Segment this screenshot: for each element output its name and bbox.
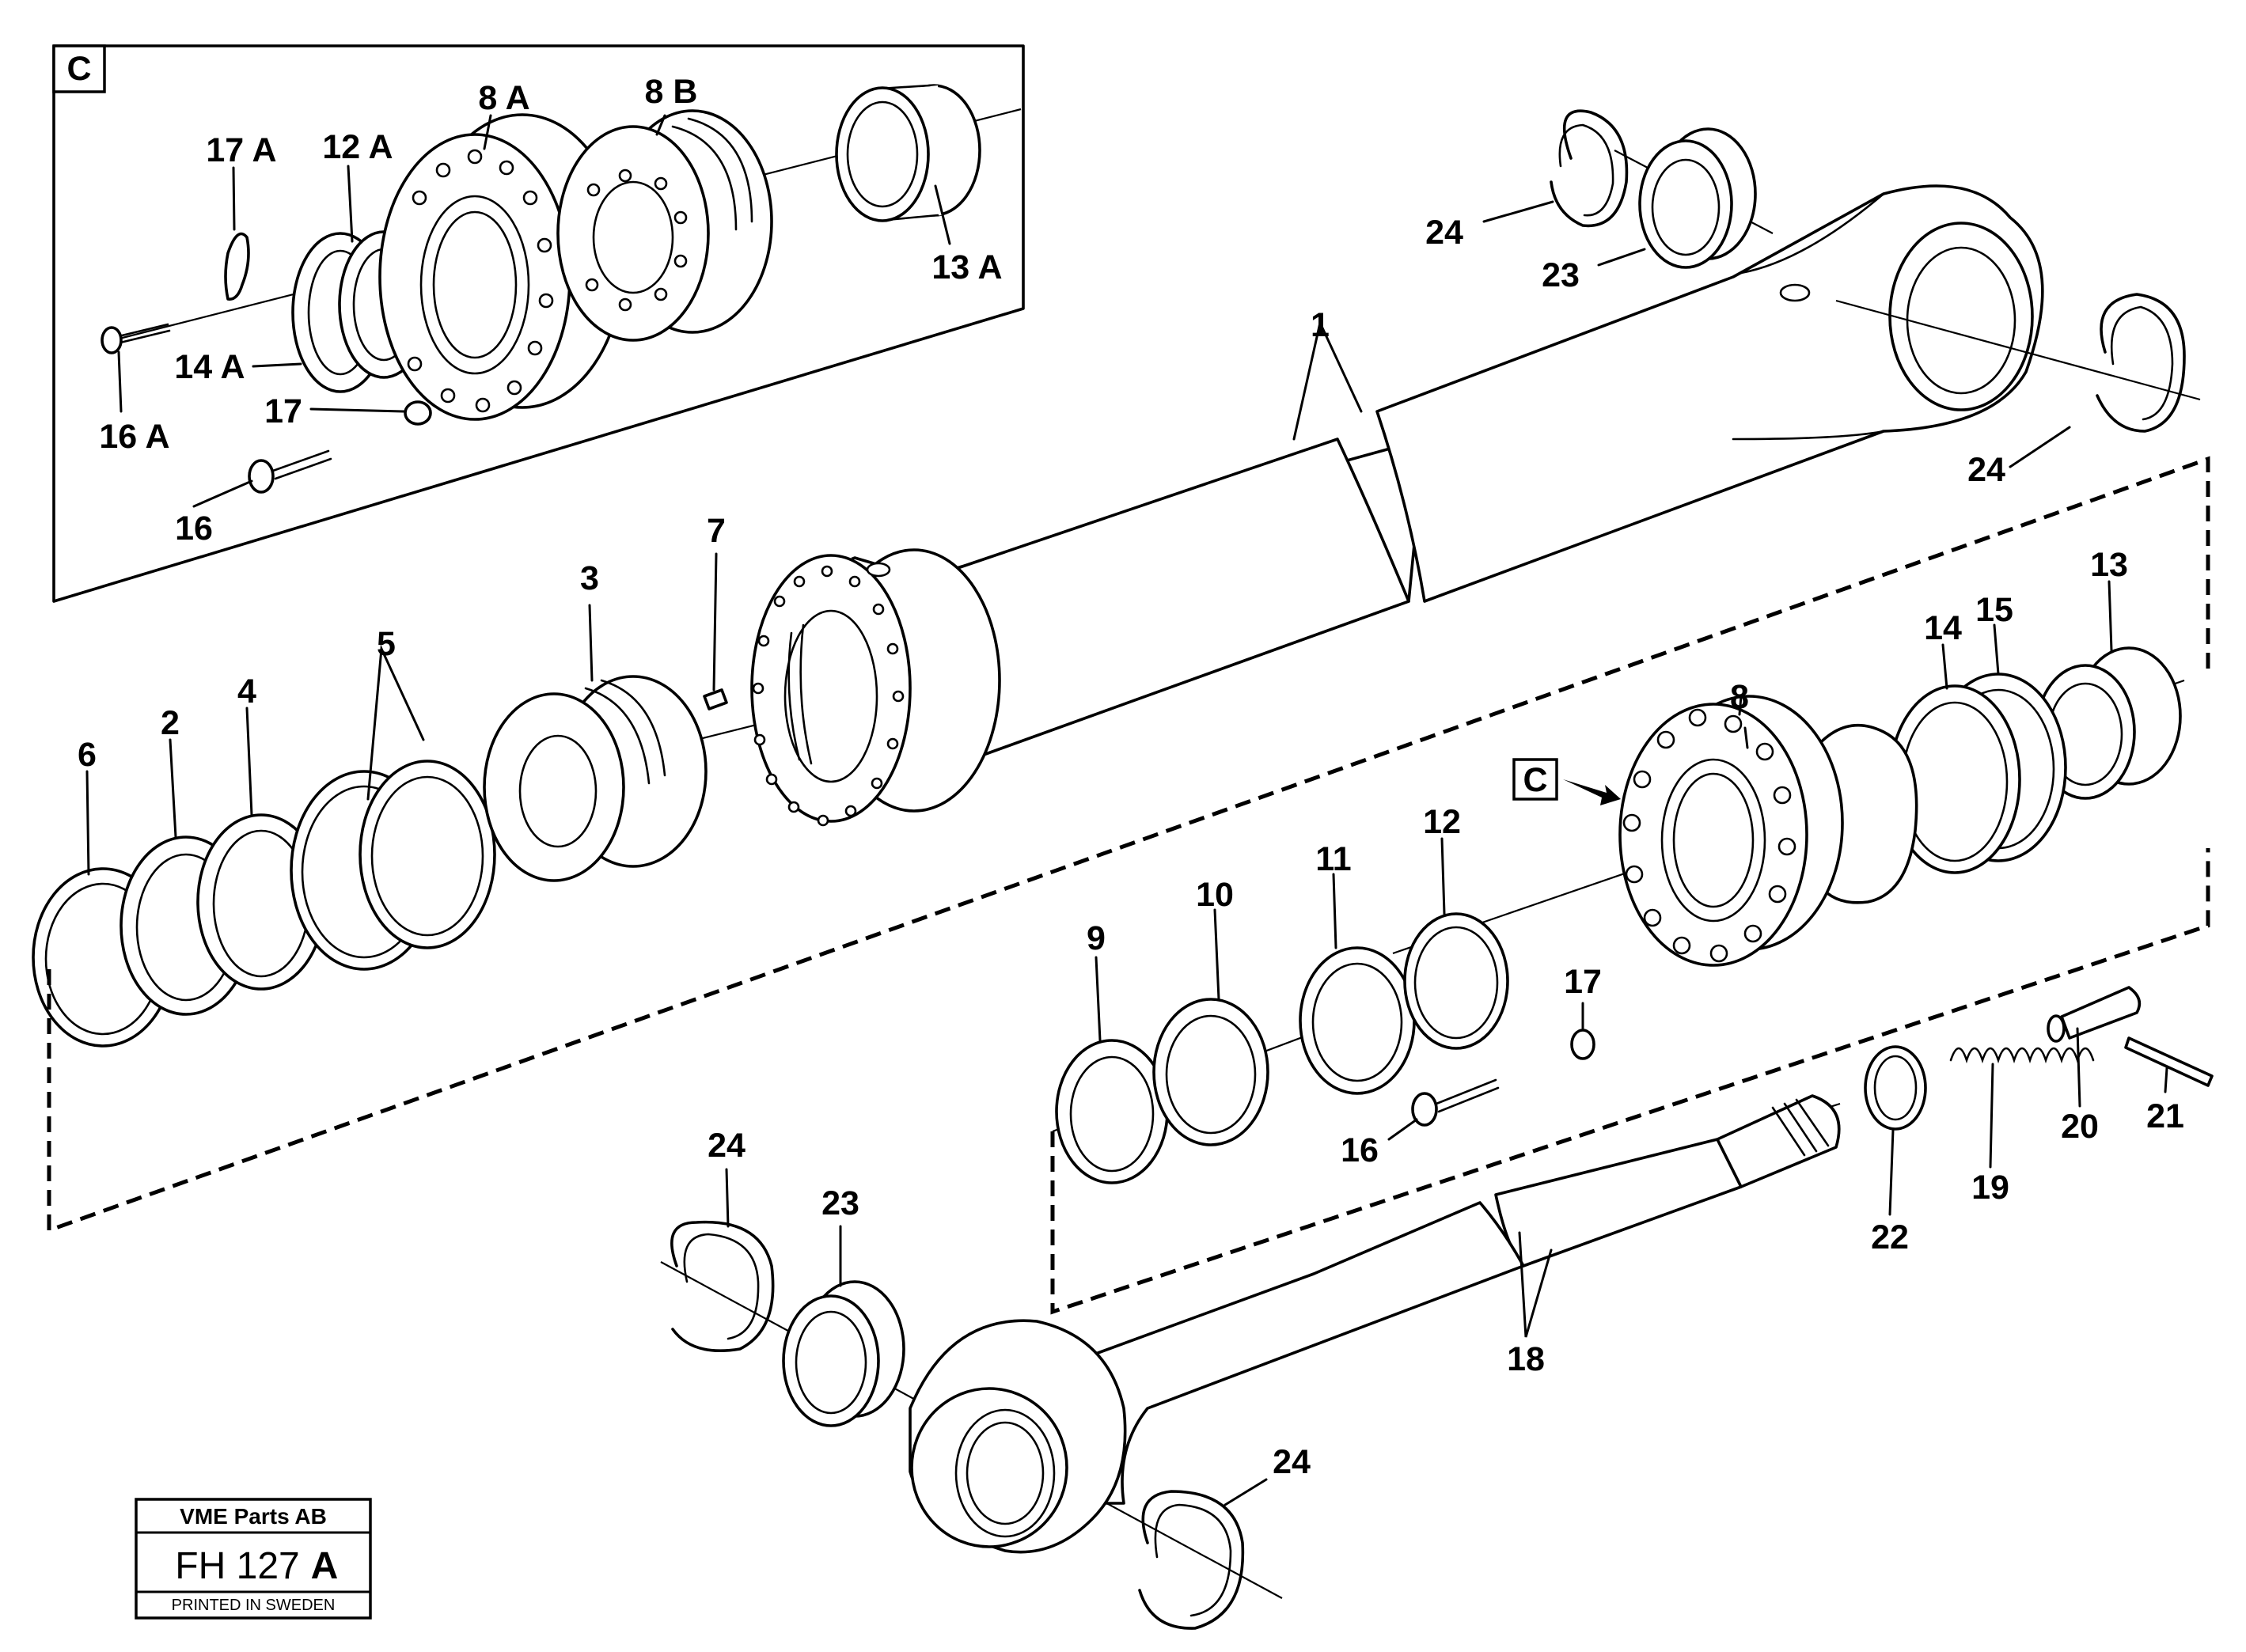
- inset-view-c: C: [52, 44, 1025, 603]
- piston-3-face: [483, 692, 625, 882]
- view-c-callout-box: [1512, 758, 1558, 801]
- ring-10: [1152, 998, 1269, 1146]
- valve-20: [2047, 986, 2142, 1043]
- snap-ring-24-bottom-left: [670, 1220, 775, 1352]
- label-9: 9: [1087, 919, 1106, 957]
- label-6: 6: [78, 736, 97, 774]
- view-c-callout: C: [1523, 761, 1547, 799]
- label-20: 20: [2061, 1108, 2099, 1146]
- label-15: 15: [1975, 591, 2013, 629]
- label-8: 8: [1730, 678, 1749, 716]
- inset-piston-8b: [556, 109, 773, 342]
- screw-16: [1411, 1078, 1500, 1127]
- label-13a: 13 A: [931, 248, 1002, 286]
- ring-12: [1403, 912, 1509, 1050]
- label-16-inset: 16: [175, 510, 213, 548]
- piston-group: [32, 675, 728, 1048]
- inset-letter: C: [66, 50, 91, 88]
- rod-thread: [1716, 1094, 1841, 1188]
- label-17: 17: [1564, 963, 1602, 1001]
- label-19: 19: [1971, 1169, 2009, 1207]
- title-drawing-number: FH 127: [175, 1545, 299, 1587]
- leader-lines: [85, 200, 2168, 1506]
- title-printed: PRINTED IN SWEDEN: [172, 1597, 336, 1614]
- seal-group: [1052, 912, 1595, 1184]
- head-8-face: [1618, 703, 1808, 967]
- rod-eye-bore: [1888, 222, 2034, 411]
- label-7: 7: [707, 512, 726, 550]
- bushing-23-top: [1614, 127, 1774, 269]
- label-17-inset: 17: [264, 392, 302, 430]
- view-c-arrow: [1563, 779, 1621, 805]
- spring-19: [1949, 1047, 2095, 1064]
- tube-bleed-port: [1779, 283, 1811, 302]
- washer-17: [1570, 1029, 1595, 1060]
- label-5: 5: [377, 625, 396, 663]
- label-3: 3: [580, 559, 599, 597]
- valve-group: [1864, 986, 2214, 1131]
- label-8a: 8 A: [478, 79, 529, 117]
- label-24-top: 24: [1425, 214, 1463, 252]
- ring-11: [1299, 946, 1416, 1095]
- title-block: VME Parts AB FH 127 A PRINTED IN SWEDEN: [135, 1498, 372, 1620]
- ring-9: [1055, 1039, 1169, 1184]
- inset-washer-17: [404, 400, 432, 426]
- label-17a: 17 A: [206, 131, 276, 169]
- label-14a: 14 A: [174, 348, 245, 386]
- ring-5b: [359, 760, 496, 949]
- head-group: C: [1392, 646, 2185, 967]
- set-screw-7: [703, 688, 728, 710]
- inset-frame: [52, 44, 1025, 603]
- inset-letter-box: [52, 44, 106, 93]
- label-22: 22: [1871, 1218, 1909, 1256]
- label-24-bottom-left: 24: [708, 1127, 746, 1165]
- label-8b: 8 B: [645, 73, 698, 111]
- part-labels: 1 2 3 4 5 6 7 8 9 10 11 12 13 14 15 16 1…: [78, 214, 2184, 1481]
- label-16: 16: [1341, 1131, 1379, 1169]
- inset-lock-plate-17a: [224, 232, 250, 301]
- tube-head-face: [750, 554, 912, 823]
- label-4: 4: [237, 673, 256, 710]
- inset-screw-16a: [101, 323, 171, 354]
- snap-ring-24-top: [1550, 109, 1629, 228]
- pin-21: [2124, 1036, 2214, 1087]
- title-company: VME Parts AB: [180, 1504, 327, 1529]
- label-18: 18: [1507, 1340, 1545, 1378]
- label-10: 10: [1196, 876, 1234, 914]
- tube-head-bolt-holes: [752, 565, 905, 827]
- label-24-bottom-right: 24: [1273, 1443, 1311, 1481]
- bushing-23-bottom: [782, 1280, 905, 1427]
- snap-ring-24-right: [2096, 293, 2186, 433]
- label-16a: 16 A: [99, 418, 169, 456]
- cylinder-tube: [680, 184, 2201, 827]
- rod-eye-front: [910, 1387, 1068, 1548]
- snap-ring-24-bottom-right: [1138, 1490, 1245, 1630]
- label-12a: 12 A: [322, 128, 393, 166]
- label-14: 14: [1924, 609, 1962, 647]
- label-12: 12: [1423, 803, 1461, 841]
- label-23-top: 23: [1542, 256, 1580, 294]
- assembly-connectors: [47, 456, 2210, 1315]
- label-13: 13: [2090, 546, 2128, 584]
- label-23-bottom: 23: [821, 1184, 859, 1222]
- label-21: 21: [2146, 1097, 2184, 1135]
- label-1: 1: [1311, 306, 1330, 344]
- inset-flange-8a: [378, 113, 625, 421]
- label-24-right: 24: [1967, 451, 2005, 489]
- label-11: 11: [1315, 840, 1351, 878]
- inset-screw-16: [248, 449, 332, 494]
- title-revision: A: [311, 1545, 339, 1587]
- tube-port: [866, 562, 891, 578]
- label-2: 2: [161, 704, 180, 742]
- inset-bushing-13a: [835, 84, 981, 222]
- head-8-bolt-holes: [1622, 708, 1796, 963]
- piston-rod: [660, 1094, 1841, 1599]
